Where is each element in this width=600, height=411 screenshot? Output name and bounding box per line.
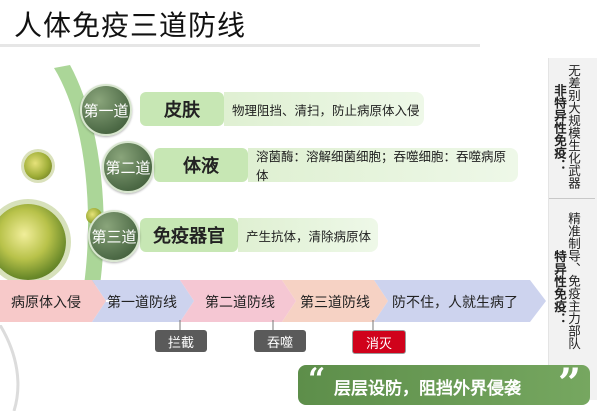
line-3-label: 免疫器官 [140, 218, 238, 252]
line-3-description: 产生抗体，清除病原体 [238, 218, 378, 252]
panel-divider [549, 198, 595, 199]
germ-icon [24, 152, 52, 180]
close-quote-icon: ” [558, 360, 582, 407]
line-1-label: 皮肤 [140, 92, 224, 126]
nonspecific-title: 非特异性免疫： [552, 84, 567, 172]
line-2-badge: 第二道 [102, 141, 154, 193]
title-underline [0, 44, 480, 47]
decorative-curve [0, 325, 20, 411]
flow-step-first-line: 第一道防线 [107, 295, 177, 311]
immunity-type-panel [548, 58, 597, 400]
flow-arrow-bar [0, 280, 546, 322]
line-2-description: 溶菌酶：溶解细菌细胞；吞噬细胞：吞噬病原体 [248, 148, 518, 183]
line-2-label: 体液 [154, 148, 248, 182]
virus-icon [0, 204, 66, 280]
line-1-description: 物理阻挡、清扫，防止病原体入侵 [224, 92, 424, 126]
action-engulf-chip: 吞噬 [254, 330, 306, 352]
line-3-badge: 第三道 [88, 210, 140, 262]
specific-title: 特异性免疫： [552, 250, 567, 325]
page-title: 人体免疫三道防线 [14, 9, 247, 42]
specific-description: 精准制导、免疫主力部队 [566, 212, 581, 350]
open-quote-icon: “ [308, 362, 326, 397]
flow-step-intrusion: 病原体入侵 [11, 295, 81, 311]
line-1-badge: 第一道 [80, 84, 132, 136]
flow-step-third-line: 第三道防线 [300, 295, 370, 311]
action-destroy-chip: 消灭 [352, 330, 406, 354]
action-intercept-chip: 拦截 [155, 330, 207, 352]
flow-step-second-line: 第二道防线 [205, 295, 275, 311]
flow-step-sick: 防不住，人就生病了 [392, 295, 518, 311]
quote-text: 层层设防，阻挡外界侵袭 [334, 379, 521, 399]
nonspecific-description: 无差别大规模生化武器 [566, 64, 581, 189]
quote-banner [298, 365, 590, 405]
